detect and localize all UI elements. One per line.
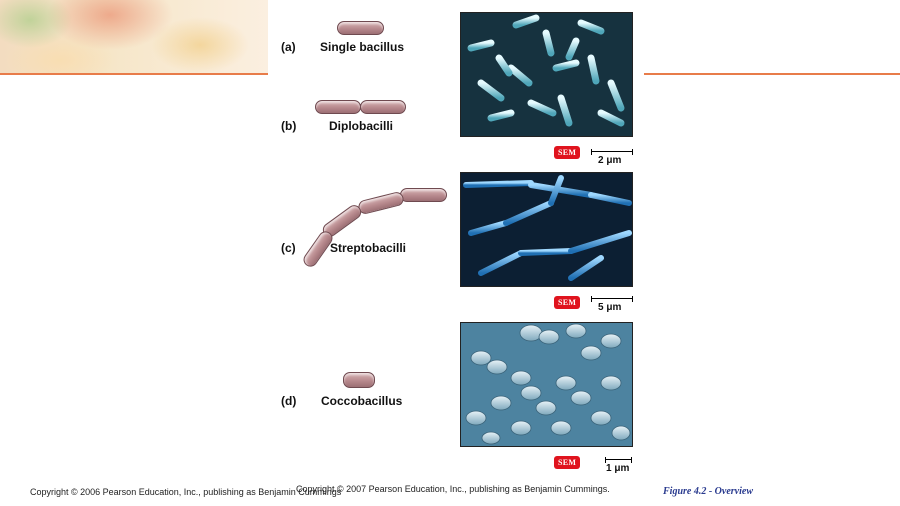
scale-bar-3 [605, 457, 632, 463]
scale-bar-2 [591, 296, 633, 302]
panel-c-letter: (c) [281, 241, 296, 255]
panel-d-name: Coccobacillus [321, 394, 403, 408]
sem-badge-2: SEM [554, 296, 581, 309]
sem-image-rods [467, 14, 625, 127]
copyright-center: Copyright © 2007 Pearson Education, Inc.… [296, 484, 610, 494]
panel-a-name: Single bacillus [320, 40, 405, 54]
micrograph-single-bacillus [460, 12, 633, 137]
scale-bar-1 [591, 149, 633, 155]
diplobacilli-cell-1 [315, 100, 361, 114]
panel-b-letter: (b) [281, 119, 297, 133]
diplobacilli-cell-2 [360, 100, 406, 114]
sem-image-cocci [465, 323, 631, 445]
scale-label-2: 5 μm [598, 302, 622, 313]
decorative-corner-art [0, 0, 268, 74]
sem-badge-3: SEM [554, 456, 581, 469]
scale-label-1: 2 μm [598, 155, 622, 166]
panel-b-name: Diplobacilli [329, 119, 394, 133]
copyright-left: Copyright © 2006 Pearson Education, Inc.… [30, 487, 342, 497]
figure-caption: Figure 4.2 - Overview [663, 486, 753, 497]
micrograph-streptobacilli [460, 172, 633, 287]
panel-c-name: Streptobacilli [330, 241, 407, 255]
sem-badge-1: SEM [554, 146, 581, 159]
sem-image-chains [463, 175, 632, 281]
scale-label-3: 1 μm [606, 463, 630, 474]
streptobacilli-cell-1 [400, 188, 447, 202]
streptobacilli-cell-2 [356, 190, 406, 216]
coccobacillus-cell [343, 372, 375, 388]
header-rule-left [0, 73, 268, 75]
micrograph-coccobacillus [460, 322, 633, 447]
header-rule-right [644, 73, 900, 75]
single-bacillus-cell [337, 21, 384, 35]
panel-d-letter: (d) [281, 394, 297, 408]
panel-a-letter: (a) [281, 40, 296, 54]
